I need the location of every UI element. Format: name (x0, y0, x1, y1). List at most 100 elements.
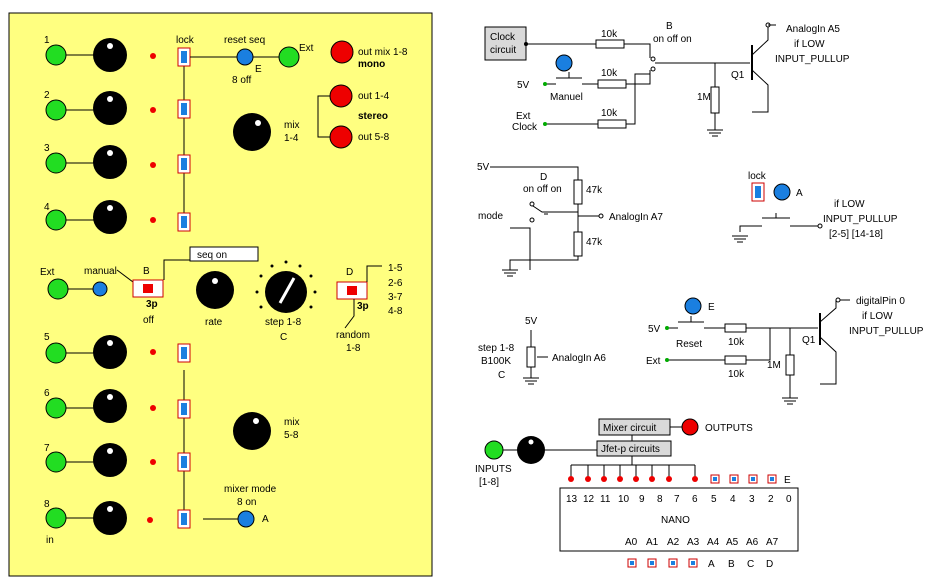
channel-led (150, 405, 156, 411)
seq-on-box (189, 246, 259, 262)
input-jack[interactable] (45, 44, 67, 66)
channel-label: 5 (44, 332, 50, 343)
lock-label: lock (748, 171, 767, 182)
reset-seq-button[interactable] (236, 48, 254, 66)
level-knob[interactable] (93, 501, 127, 535)
bottom-label: D (766, 559, 773, 570)
three-pos-label: 3p (146, 299, 158, 310)
step-selector[interactable] (255, 260, 317, 314)
pin-label: 2 (768, 494, 774, 505)
if-low-label: if LOW (862, 311, 893, 322)
step-label: step 1-8 (265, 317, 302, 328)
pin-label: A0 (625, 537, 638, 548)
channel-led (147, 517, 153, 523)
ext-label: Ext (646, 356, 661, 367)
on-off-on-label: on off on (523, 184, 562, 195)
level-knob[interactable] (93, 443, 127, 477)
step-label: step 1-8 (478, 343, 515, 354)
mix-1-4-knob[interactable] (233, 113, 271, 151)
switch-b-label: B (666, 21, 673, 32)
pin-label: 10 (618, 494, 630, 505)
ext-clock-jack[interactable] (47, 278, 69, 300)
pins-label: [2-5] [14-18] (829, 229, 883, 240)
input-jack[interactable] (45, 152, 67, 174)
b-label: B (143, 266, 150, 277)
manual-label: manual (84, 266, 117, 277)
level-knob[interactable] (93, 91, 127, 125)
out-5-8-jack[interactable] (329, 125, 353, 149)
out-5-8-label: out 5-8 (358, 132, 390, 143)
level-knob[interactable] (93, 335, 127, 369)
step-schematic: 5V step 1-8 B100K C AnalogIn A6 (478, 316, 606, 385)
mix-5-8-knob[interactable] (233, 412, 271, 450)
resistor-label: 10k (601, 29, 618, 40)
pin-label: 12 (583, 494, 595, 505)
channel-led (150, 349, 156, 355)
mono-label: mono (358, 59, 385, 70)
circuit-label: circuit (490, 45, 516, 56)
clock-sub-label: Clock (512, 122, 538, 133)
ext-reset-jack[interactable] (278, 46, 300, 68)
manuel-label: Manuel (550, 92, 583, 103)
mix-5-8-label: mix (284, 417, 300, 428)
digital-pin-label: digitalPin 0 (856, 296, 905, 307)
level-knob[interactable] (93, 389, 127, 423)
pin-label: 8 (657, 494, 663, 505)
pot-label: B100K (481, 356, 511, 367)
manuel-button-icon (555, 54, 573, 72)
out-1-4-jack[interactable] (329, 84, 353, 108)
fivev-label: 5V (525, 316, 538, 327)
pin-label: A7 (766, 537, 779, 548)
signal-schematic: Mixer circuit OUTPUTS Jfet-p circuits IN… (475, 418, 799, 570)
level-knob[interactable] (93, 38, 127, 72)
pin-label: 3 (749, 494, 755, 505)
digital-leds (568, 465, 698, 482)
channel-row-4: 4 (44, 200, 156, 234)
channel-label: 1 (44, 35, 50, 46)
rate-knob[interactable] (196, 271, 234, 309)
channel-led (150, 107, 156, 113)
reset-seq-label: reset seq (224, 35, 265, 46)
input-jack[interactable] (45, 209, 67, 231)
bottom-label: C (747, 559, 754, 570)
input-jack[interactable] (45, 451, 67, 473)
mix-1-4-label: mix (284, 120, 300, 131)
e-label: E (255, 64, 262, 75)
switch-d-label: D (540, 172, 547, 183)
level-knob[interactable] (93, 145, 127, 179)
in-label: in (46, 535, 54, 546)
out-mix-jack[interactable] (330, 40, 354, 64)
jfet-box (596, 440, 672, 457)
input-jack[interactable] (45, 397, 67, 419)
pin-label: 4 (730, 494, 736, 505)
mixer-mode-label: mixer mode (224, 484, 277, 495)
random-range: 1-8 (346, 343, 361, 354)
rate-label: rate (205, 317, 223, 328)
mixer-mode-button[interactable] (237, 510, 255, 528)
clock-label: Clock (490, 32, 516, 43)
pin-label: A3 (687, 537, 700, 548)
seq-on-label: seq on (197, 250, 227, 261)
pin-label: 5 (711, 494, 717, 505)
channel-led (150, 217, 156, 223)
input-jack[interactable] (45, 342, 67, 364)
input-jack[interactable] (45, 507, 67, 529)
inputs-jack-icon (484, 440, 504, 460)
resistor-label: 10k (601, 108, 618, 119)
range-label: 1-5 (388, 263, 403, 274)
e-label: E (784, 475, 791, 486)
level-knob[interactable] (93, 200, 127, 234)
pin-label: 11 (600, 494, 611, 505)
pin-label: A1 (646, 537, 659, 548)
pullup-label: INPUT_PULLUP (823, 214, 898, 225)
c-label: C (280, 332, 287, 343)
channel-row-7: 7 (44, 443, 156, 477)
reset-schematic: E 5V 10k Reset Ext 10k 1M Q1 digitalPin … (646, 296, 924, 405)
pin-label: A6 (746, 537, 759, 548)
d-label: D (346, 267, 353, 278)
manual-button[interactable] (92, 281, 108, 297)
e-button-icon (684, 297, 702, 315)
input-jack[interactable] (45, 99, 67, 121)
pin-label: 6 (692, 494, 698, 505)
